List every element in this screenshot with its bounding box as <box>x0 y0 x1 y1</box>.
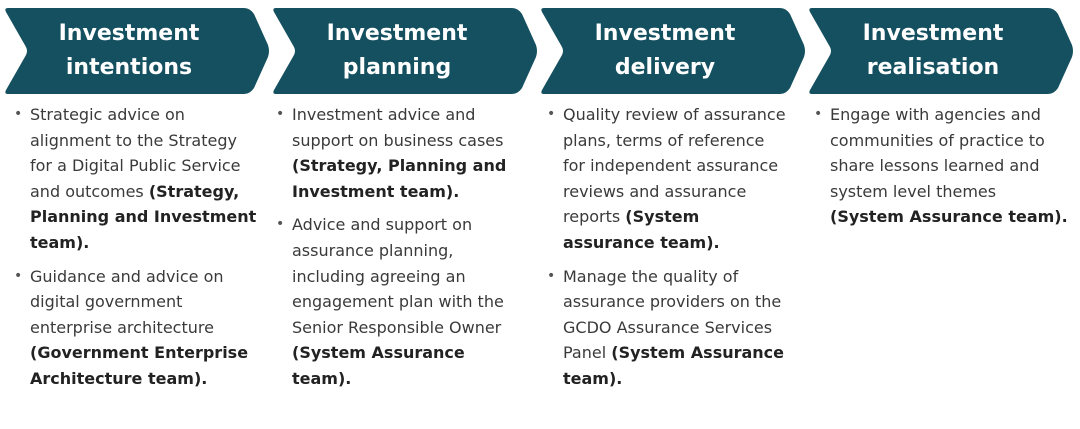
list-item: Advice and support on assurance planning… <box>270 212 520 391</box>
list-item: Guidance and advice on digital governmen… <box>8 264 258 392</box>
stage-title: Investment intentions <box>58 21 200 80</box>
item-text: Engage with agencies and communities of … <box>830 105 1045 201</box>
item-team: (System Assurance team). <box>292 343 465 388</box>
stage-column-planning: Investment advice and support on busines… <box>270 102 520 400</box>
stage-column-realisation: Engage with agencies and communities of … <box>808 102 1070 238</box>
item-team: (System Assurance team). <box>563 343 785 388</box>
stage-title: Investment realisation <box>862 21 1004 80</box>
item-team: (Government Enterprise Architecture team… <box>30 343 249 388</box>
item-text: Manage the quality of assurance provider… <box>563 266 782 363</box>
item-text: Guidance and advice on digital governmen… <box>30 266 224 337</box>
chevron-shape <box>273 8 537 94</box>
list-item: Manage the quality of assurance provider… <box>541 264 791 392</box>
stage-chevron-intentions: Investment intentions <box>4 8 270 94</box>
stage-chevron-planning: Investment planning <box>272 8 538 94</box>
stage-title: Investment planning <box>326 21 468 80</box>
list-item: Strategic advice on alignment to the Str… <box>8 102 258 256</box>
list-item: Investment advice and support on busines… <box>270 102 520 204</box>
item-text: Advice and support on assurance planning… <box>292 215 504 337</box>
item-team: (System Assurance team). <box>830 207 1068 227</box>
item-text: Quality review of assurance plans, terms… <box>563 105 786 227</box>
item-team: (Strategy, Planning and Investment team)… <box>30 181 257 252</box>
stage-column-delivery: Quality review of assurance plans, terms… <box>541 102 791 400</box>
item-team: (System assurance team). <box>563 207 720 252</box>
chevron-shape <box>541 8 805 94</box>
chevron-shape <box>809 8 1073 94</box>
item-text: Investment advice and support on busines… <box>292 105 504 150</box>
stage-column-intentions: Strategic advice on alignment to the Str… <box>8 102 258 400</box>
list-item: Engage with agencies and communities of … <box>808 102 1070 230</box>
list-item: Quality review of assurance plans, terms… <box>541 102 791 256</box>
item-team: (Strategy, Planning and Investment team)… <box>292 156 507 201</box>
chevron-shape <box>5 8 269 94</box>
item-text: Strategic advice on alignment to the Str… <box>30 105 241 201</box>
stage-chevron-delivery: Investment delivery <box>540 8 806 94</box>
stage-chevron-realisation: Investment realisation <box>808 8 1074 94</box>
stage-title: Investment delivery <box>594 21 736 80</box>
